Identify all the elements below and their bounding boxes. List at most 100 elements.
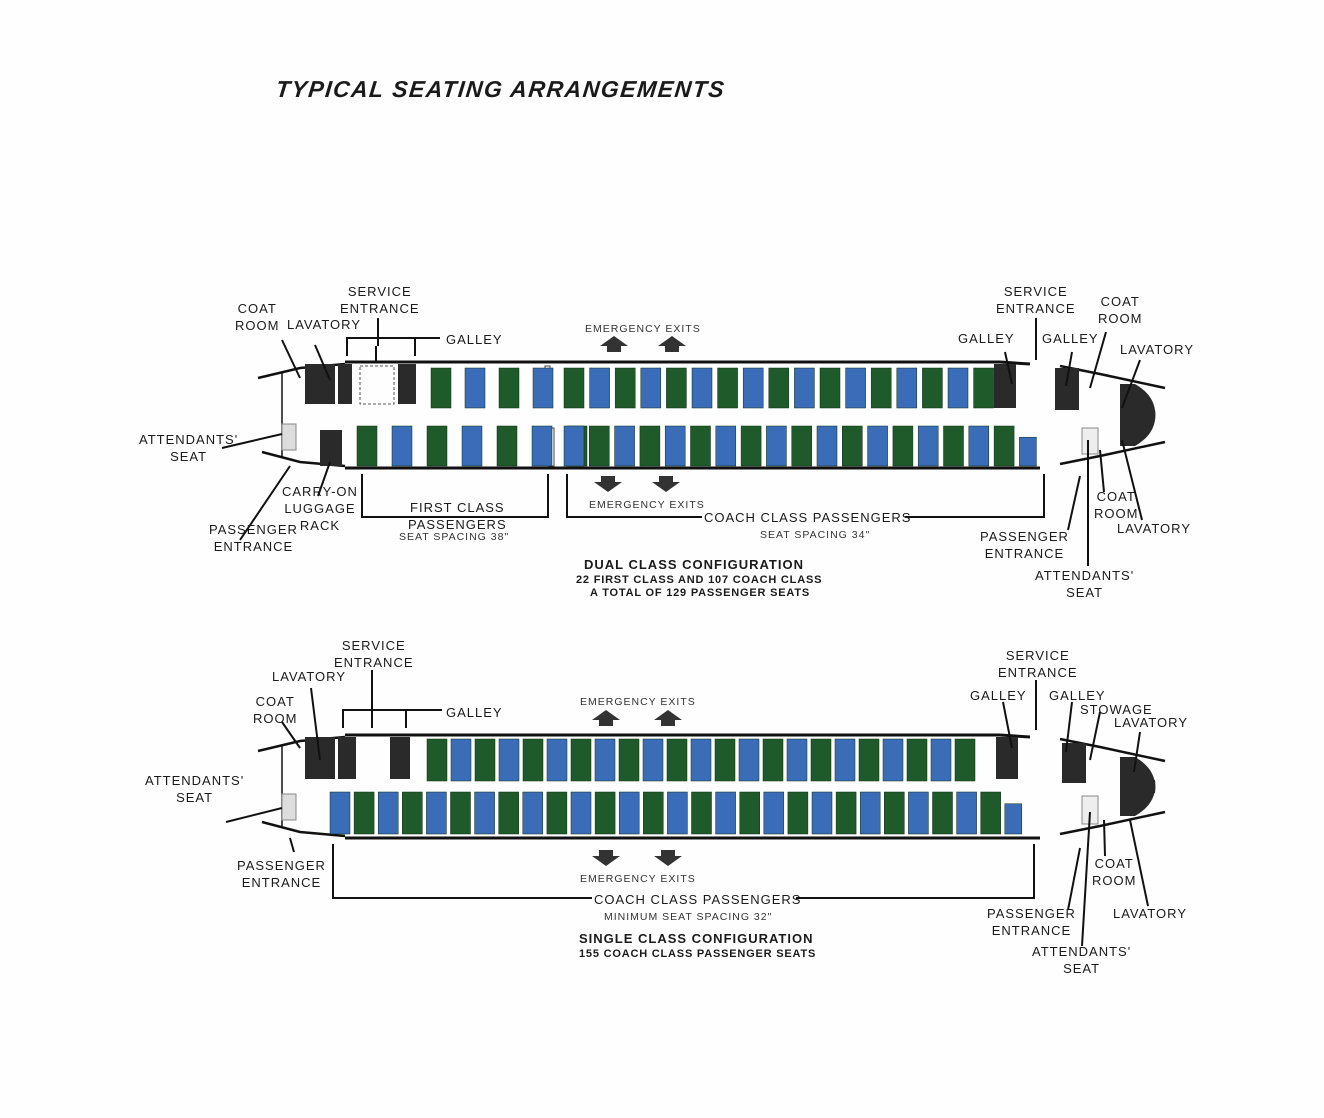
label-galley: GALLEY <box>1042 331 1099 346</box>
seat-first-class <box>430 367 452 409</box>
label-attendants-seat: ATTENDANTS'SEAT <box>145 773 245 805</box>
seat-coach-class <box>640 367 662 409</box>
label-first-class-seat-spacing: SEAT SPACING 38" <box>399 531 510 543</box>
seat-coach-class <box>666 738 688 782</box>
leader-line <box>221 433 283 449</box>
seat-coach-class <box>858 738 880 782</box>
leader-line <box>239 465 291 541</box>
seat-coach-class <box>973 367 994 409</box>
seat-coach-class <box>570 738 592 782</box>
seat-coach-class <box>968 425 990 467</box>
seat-coach-class <box>739 791 760 835</box>
seat-coach-class <box>908 791 929 835</box>
dual-config-line1: 22 FIRST CLASS AND 107 COACH CLASS <box>576 574 823 586</box>
single-galley-fwd-b <box>390 737 410 779</box>
label-lavatory: LAVATORY <box>1114 715 1188 730</box>
seat-coach-class <box>618 738 640 782</box>
single-config-line1: 155 COACH CLASS PASSENGER SEATS <box>579 948 817 960</box>
label-stowage: STOWAGE <box>1080 702 1153 717</box>
galley-leader <box>346 337 416 356</box>
seat-coach-class <box>498 738 520 782</box>
seat-coach-class <box>932 791 953 835</box>
leader-line <box>1065 351 1073 387</box>
label-lavatory: LAVATORY <box>1117 521 1191 536</box>
dual-fuselage-tail-bot <box>1059 440 1166 466</box>
label-emergency-exits: EMERGENCY EXITS <box>580 696 696 708</box>
leader-line <box>1129 819 1149 907</box>
seat-coach-class <box>811 791 833 835</box>
seat-coach-class <box>563 367 585 409</box>
leader-line <box>1002 701 1013 749</box>
seat-coach-class <box>589 367 610 409</box>
label-galley: GALLEY <box>446 332 503 347</box>
seat-coach-class <box>402 791 423 835</box>
seat-coach-class <box>956 791 977 835</box>
seat-coach-class <box>546 738 568 782</box>
seat-coach-class <box>791 425 812 467</box>
single-fuselage-tail-top <box>1059 737 1166 763</box>
seat-coach-class <box>794 367 815 409</box>
dual-carry-on-rack <box>320 430 342 466</box>
label-emergency-exits: EMERGENCY EXITS <box>580 873 696 885</box>
label-lavatory: LAVATORY <box>1113 906 1187 921</box>
label-coach-class-passengers: COACH CLASS PASSENGERS <box>704 510 912 525</box>
seat-coach-class <box>810 738 832 782</box>
label-lavatory: LAVATORY <box>287 317 361 332</box>
seat-coach-class <box>691 791 712 835</box>
seat-coach-class <box>882 738 904 782</box>
seat-coach-class <box>643 791 664 835</box>
single-galley-fwd-a <box>338 737 356 779</box>
seat-coach-class <box>563 425 585 467</box>
emergency-exit-arrow <box>592 710 620 726</box>
seat-coach-class <box>474 791 495 835</box>
seat-coach-class <box>618 791 640 835</box>
seat-first-class <box>532 367 554 409</box>
seat-first-class <box>496 425 518 467</box>
seat-coach-class <box>666 367 687 409</box>
dual-galley-fwd-b <box>398 364 416 404</box>
label-lavatory: LAVATORY <box>1120 342 1194 357</box>
emergency-exit-arrow <box>592 850 620 866</box>
seat-coach-class <box>870 367 892 409</box>
seat-coach-class <box>450 791 471 835</box>
label-galley: GALLEY <box>970 688 1027 703</box>
leader-line <box>1099 449 1105 493</box>
coach-bracket-right <box>796 844 1035 899</box>
seat-coach-class <box>691 367 713 409</box>
seat-coach-class <box>474 738 496 782</box>
seat-coach-class <box>980 791 1001 835</box>
leader-line <box>1065 701 1073 753</box>
label-coach-class-passengers: COACH CLASS PASSENGERS <box>594 892 802 907</box>
leader-line <box>1089 711 1101 761</box>
seat-coach-class <box>594 738 616 782</box>
seat-coach-class <box>762 738 784 782</box>
single-galley-aft-a <box>996 737 1018 779</box>
seat-coach-class <box>353 791 375 835</box>
dual-galley-aft-a <box>994 364 1016 408</box>
seat-coach-class <box>715 425 737 467</box>
label-emergency-exits: EMERGENCY EXITS <box>589 499 705 511</box>
leader-line <box>1089 331 1107 389</box>
single-fuselage-top-wall-aft <box>999 733 1031 739</box>
seat-coach-class <box>763 791 785 835</box>
emergency-exit-arrow <box>654 710 682 726</box>
leader-line <box>1121 439 1143 521</box>
seat-coach-class <box>845 367 866 409</box>
single-config-title: SINGLE CLASS CONFIGURATION <box>579 931 814 946</box>
dual-fuselage-aft-lavatory-lower <box>1120 410 1156 446</box>
leader-line <box>1067 475 1081 531</box>
seat-coach-class <box>664 425 686 467</box>
seat-coach-class <box>896 367 918 409</box>
seat-coach-class <box>717 367 738 409</box>
seat-coach-class <box>690 738 712 782</box>
seat-first-class <box>426 425 448 467</box>
seat-coach-class <box>426 791 447 835</box>
seat-coach-class <box>816 425 838 467</box>
label-coach-seat-spacing: SEAT SPACING 34" <box>760 529 871 541</box>
label-emergency-exits: EMERGENCY EXITS <box>585 323 701 335</box>
